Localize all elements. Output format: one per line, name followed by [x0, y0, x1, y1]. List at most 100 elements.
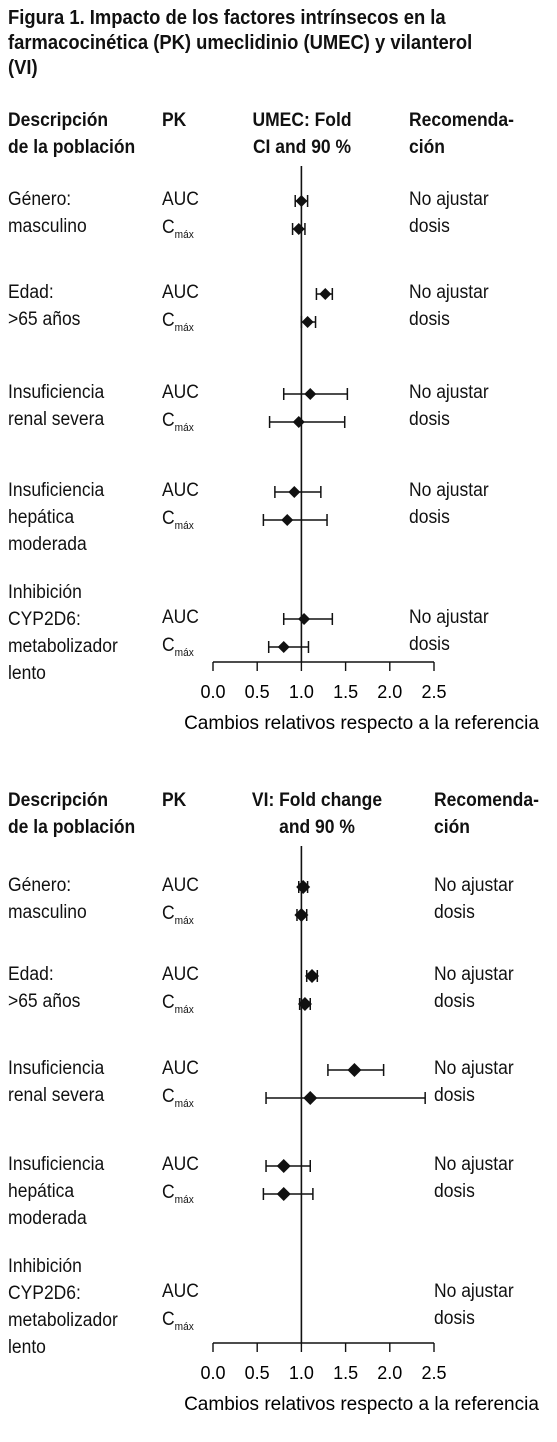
point-estimate-marker [295, 195, 308, 207]
point-estimate-marker [297, 997, 312, 1011]
pk-parameter: AUC [162, 875, 199, 896]
pk-label: AUC [162, 379, 199, 406]
pk-label: AUC [162, 604, 199, 631]
population-label: Inhibición [8, 1256, 82, 1277]
point-estimate-marker [276, 1187, 291, 1201]
population-label: renal severa [8, 409, 105, 430]
pk-label: Cmáx [162, 505, 194, 540]
recommendation-label: dosis [434, 902, 475, 923]
population-label: >65 años [8, 309, 81, 330]
header-recommendation: ción [409, 137, 445, 158]
x-tick-label: 0.0 [200, 1363, 225, 1383]
population-label: Insuficiencia [8, 382, 105, 403]
pk-subscript: máx [174, 520, 194, 532]
pk-parameter: C [162, 310, 175, 331]
population-label: CYP2D6: [8, 609, 81, 630]
pk-parameter: AUC [162, 282, 199, 303]
recommendation-label: No ajustar [409, 607, 489, 628]
x-tick-label: 0.0 [200, 682, 225, 702]
recommendation-label: No ajustar [409, 282, 489, 303]
header-effect: VI: Fold change [251, 790, 383, 811]
population-label: Edad: [8, 282, 54, 303]
pk-parameter: AUC [162, 964, 199, 985]
point-estimate-marker [281, 514, 294, 526]
header-effect: CI and 90 % [252, 137, 352, 158]
recommendation-label: No ajustar [434, 875, 514, 896]
header-population: de la población [8, 137, 136, 158]
x-tick-label: 2.0 [377, 1363, 402, 1383]
x-tick-label: 1.5 [333, 682, 358, 702]
figure-title: Figura 1. Impacto de los factores intrín… [8, 7, 473, 79]
header-effect: UMEC: Fold [252, 110, 352, 131]
population-label: Género: [8, 189, 72, 210]
population-label: Género: [8, 875, 72, 896]
pk-subscript: máx [174, 1194, 194, 1206]
pk-label: Cmáx [162, 1083, 194, 1118]
pk-parameter: C [162, 992, 175, 1013]
population-label: renal severa [8, 1085, 105, 1106]
population-label: Insuficiencia [8, 480, 105, 501]
pk-label: AUC [162, 872, 199, 899]
point-estimate-marker [301, 316, 314, 328]
pk-label: AUC [162, 279, 199, 306]
x-tick-label: 2.5 [421, 1363, 446, 1383]
point-estimate-marker [347, 1063, 362, 1077]
pk-subscript: máx [174, 647, 194, 659]
pk-parameter: C [162, 1182, 175, 1203]
point-estimate-marker [319, 288, 332, 300]
pk-subscript: máx [174, 1321, 194, 1333]
pk-subscript: máx [174, 1098, 194, 1110]
header-population: de la población [8, 817, 136, 838]
pk-parameter: C [162, 1309, 175, 1330]
pk-subscript: máx [174, 422, 194, 434]
pk-parameter: AUC [162, 607, 199, 628]
recommendation-label: No ajustar [434, 1154, 514, 1175]
pk-label: Cmáx [162, 1179, 194, 1214]
recommendation-label: dosis [434, 1181, 475, 1202]
pk-parameter: C [162, 508, 175, 529]
pk-label: Cmáx [162, 900, 194, 935]
pk-subscript: máx [174, 915, 194, 927]
population-label: hepática [8, 507, 75, 528]
pk-parameter: AUC [162, 480, 199, 501]
x-tick-label: 2.5 [421, 682, 446, 702]
point-estimate-marker [296, 880, 311, 894]
pk-parameter: C [162, 1086, 175, 1107]
recommendation-label: dosis [434, 1085, 475, 1106]
header-recommendation: ción [434, 817, 470, 838]
pk-label: Cmáx [162, 989, 194, 1024]
population-label: Edad: [8, 964, 54, 985]
recommendation-label: dosis [409, 309, 450, 330]
pk-label: AUC [162, 1151, 199, 1178]
x-tick-label: 1.0 [289, 682, 314, 702]
pk-parameter: C [162, 410, 175, 431]
pk-subscript: máx [174, 1004, 194, 1016]
x-axis-label: Cambios relativos respecto a la referenc… [184, 713, 539, 734]
population-label: lento [8, 663, 46, 684]
population-label: >65 años [8, 991, 81, 1012]
pk-subscript: máx [174, 322, 194, 334]
x-tick-label: 2.0 [377, 682, 402, 702]
population-label: Insuficiencia [8, 1058, 105, 1079]
header-pk: PK [162, 110, 187, 131]
x-axis-label: Cambios relativos respecto a la referenc… [184, 1394, 539, 1415]
pk-label: Cmáx [162, 214, 194, 249]
population-label: CYP2D6: [8, 1283, 81, 1304]
point-estimate-marker [288, 486, 301, 498]
recommendation-label: dosis [434, 1308, 475, 1329]
point-estimate-marker [298, 613, 311, 625]
pk-parameter: AUC [162, 1058, 199, 1079]
point-estimate-marker [276, 1159, 291, 1173]
population-label: moderada [8, 1208, 87, 1229]
recommendation-label: No ajustar [409, 382, 489, 403]
population-label: Insuficiencia [8, 1154, 105, 1175]
recommendation-label: No ajustar [409, 189, 489, 210]
recommendation-label: No ajustar [434, 1058, 514, 1079]
recommendation-label: dosis [434, 991, 475, 1012]
point-estimate-marker [304, 388, 317, 400]
header-recommendation: Recomenda- [409, 110, 514, 131]
point-estimate-marker [294, 908, 309, 922]
recommendation-label: dosis [409, 507, 450, 528]
